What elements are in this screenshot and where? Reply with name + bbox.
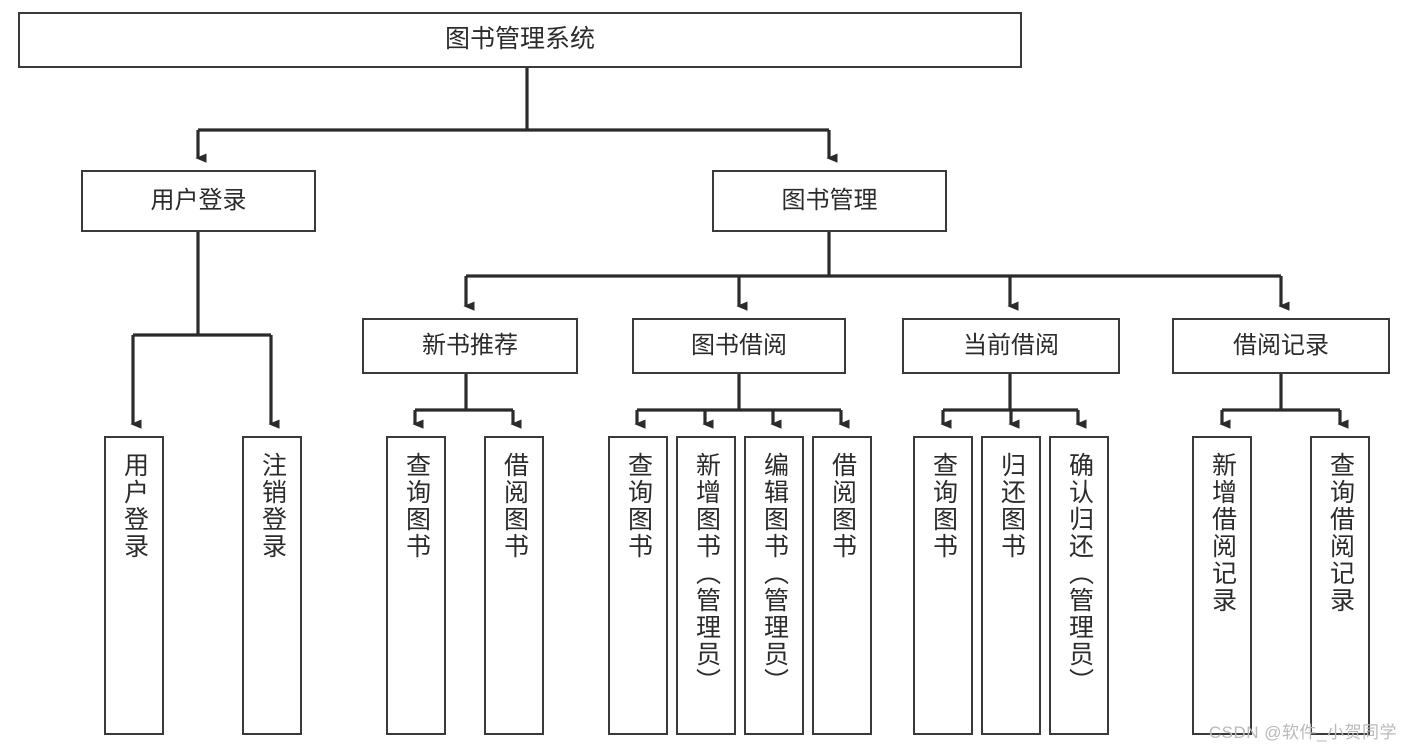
node-label: 新书推荐	[422, 331, 518, 359]
node-label: 查询借阅记录	[1326, 452, 1355, 614]
node-label: 新增借阅记录	[1208, 452, 1237, 614]
node-leaf-return-books[interactable]: 归还图书	[981, 436, 1041, 735]
node-leaf-add-borrow-record[interactable]: 新增借阅记录	[1192, 436, 1252, 735]
node-label: 图书管理	[781, 186, 878, 214]
node-user-login[interactable]: 用户登录	[81, 170, 316, 232]
node-leaf-query-borrow-record[interactable]: 查询借阅记录	[1310, 436, 1370, 735]
node-label: 注销登录	[258, 452, 287, 560]
node-leaf-borrow-books[interactable]: 借阅图书	[812, 436, 872, 735]
node-root-system[interactable]: 图书管理系统	[18, 12, 1022, 68]
node-leaf-logout[interactable]: 注销登录	[242, 436, 302, 735]
watermark-text: CSDN @软件_小贺同学	[1208, 723, 1397, 742]
node-label: 图书管理系统	[444, 25, 595, 54]
node-label: 新增图书（管理员）	[692, 452, 721, 695]
node-label: 查询图书	[624, 452, 653, 560]
node-leaf-add-book-admin[interactable]: 新增图书（管理员）	[676, 436, 736, 735]
node-label: 图书借阅	[691, 331, 787, 359]
node-leaf-confirm-return-admin[interactable]: 确认归还（管理员）	[1049, 436, 1109, 735]
node-leaf-query-books[interactable]: 查询图书	[608, 436, 668, 735]
node-new-book-recommend[interactable]: 新书推荐	[362, 318, 578, 374]
node-label: 查询图书	[929, 452, 958, 560]
node-label: 查询图书	[402, 452, 431, 560]
node-leaf-query-books-current[interactable]: 查询图书	[913, 436, 973, 735]
node-leaf-user-login[interactable]: 用户登录	[104, 436, 164, 735]
node-book-management[interactable]: 图书管理	[712, 170, 947, 232]
node-label: 借阅图书	[500, 452, 529, 560]
node-leaf-borrow-books-recommend[interactable]: 借阅图书	[484, 436, 544, 735]
node-label: 借阅图书	[828, 452, 857, 560]
node-leaf-edit-book-admin[interactable]: 编辑图书（管理员）	[744, 436, 804, 735]
node-label: 用户登录	[150, 186, 247, 214]
node-label: 用户登录	[120, 452, 149, 560]
node-label: 归还图书	[997, 452, 1026, 560]
node-label: 当前借阅	[963, 331, 1059, 359]
node-leaf-query-books-recommend[interactable]: 查询图书	[386, 436, 446, 735]
node-current-borrow[interactable]: 当前借阅	[902, 318, 1120, 374]
node-label: 借阅记录	[1233, 331, 1329, 359]
node-label: 确认归还（管理员）	[1065, 452, 1094, 695]
node-book-borrow[interactable]: 图书借阅	[632, 318, 846, 374]
node-borrow-records[interactable]: 借阅记录	[1172, 318, 1390, 374]
node-label: 编辑图书（管理员）	[760, 452, 789, 695]
